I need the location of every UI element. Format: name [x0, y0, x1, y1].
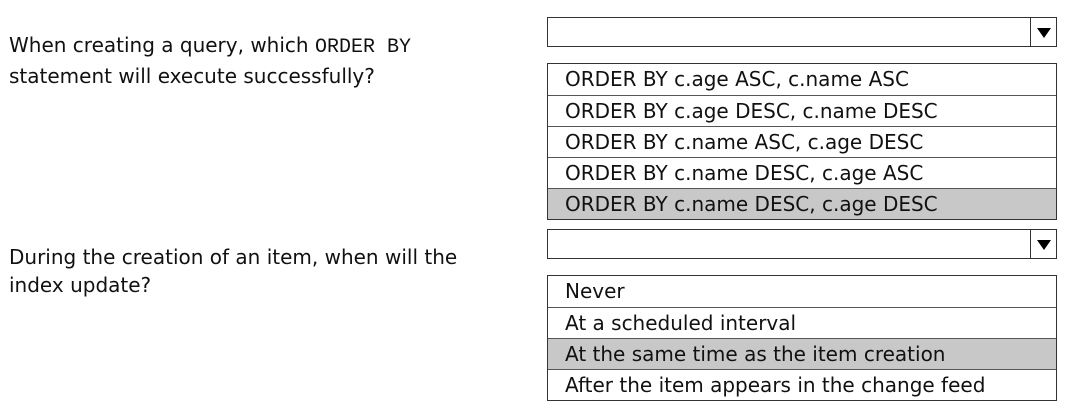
question-2-options-list: Never At a scheduled interval At the sam…	[547, 275, 1057, 401]
question-1-line-1: When creating a query, which ORDER BY	[9, 31, 411, 62]
question-1-dropdown: ORDER BY c.age ASC, c.name ASC ORDER BY …	[547, 17, 1057, 220]
question-1-code: ORDER BY	[314, 36, 411, 59]
question-2-option[interactable]: Never	[565, 279, 625, 303]
question-1-options-list: ORDER BY c.age ASC, c.name ASC ORDER BY …	[547, 63, 1057, 220]
question-1-option[interactable]: ORDER BY c.name ASC, c.age DESC	[548, 126, 1056, 157]
question-2-dropdown: Never At a scheduled interval At the sam…	[547, 229, 1057, 401]
question-1-line-2: statement will execute successfully?	[9, 64, 375, 88]
question-2-line-1: During the creation of an item, when wil…	[9, 245, 458, 269]
question-2-line-2: index update?	[9, 273, 152, 297]
chevron-down-icon[interactable]	[1030, 230, 1056, 258]
question-2-option[interactable]: At the same time as the item creation	[548, 338, 1056, 369]
question-2-option[interactable]: After the item appears in the change fee…	[548, 369, 1056, 400]
question-1-dropdown-select[interactable]	[547, 17, 1057, 47]
question-2-option[interactable]: At a scheduled interval	[548, 307, 1056, 338]
question-1-text: When creating a query, which ORDER BY st…	[9, 31, 411, 90]
question-2-text: During the creation of an item, when wil…	[9, 243, 457, 299]
question-1-option[interactable]: ORDER BY c.age ASC, c.name ASC	[565, 67, 909, 91]
chevron-down-icon[interactable]	[1030, 18, 1056, 46]
question-2-dropdown-select[interactable]	[547, 229, 1057, 259]
question-1-option[interactable]: ORDER BY c.name DESC, c.age ASC	[548, 157, 1056, 188]
question-1-option[interactable]: ORDER BY c.age DESC, c.name DESC	[548, 95, 1056, 126]
question-1-option[interactable]: ORDER BY c.name DESC, c.age DESC	[548, 188, 1056, 219]
question-1-prefix: When creating a query, which	[9, 33, 315, 57]
